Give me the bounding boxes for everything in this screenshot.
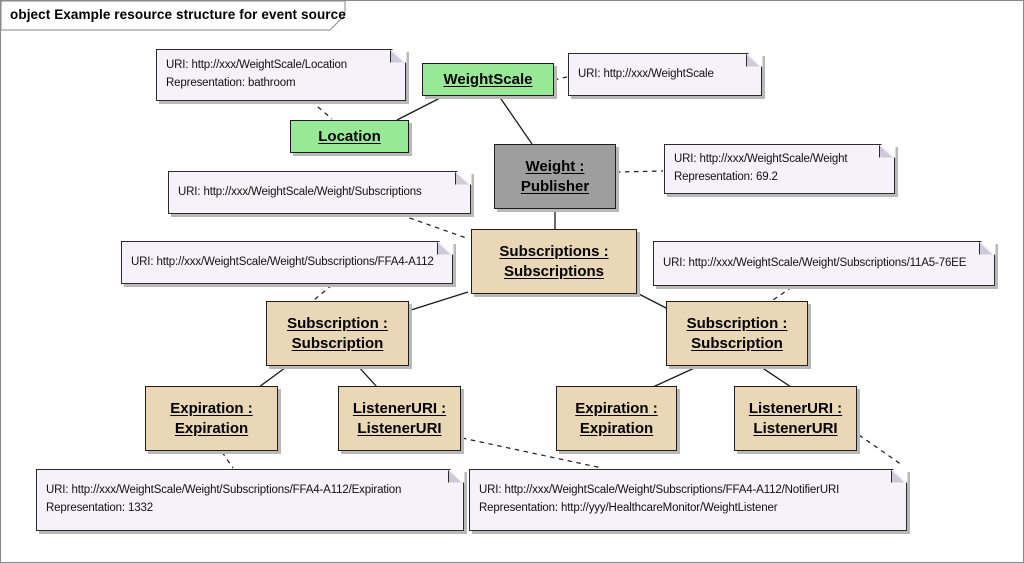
object-node-listeneruri-left: ListenerURI : ListenerURI (338, 386, 461, 451)
edge-weightscale-to-note (553, 76, 568, 81)
edge-weight-to-note (615, 170, 664, 173)
object-label: Subscription (691, 334, 783, 352)
edge-note-to-location (310, 100, 333, 120)
note-line: URI: http://xxx/WeightScale/Location (166, 59, 348, 72)
edge-note-to-subscription-left (313, 284, 333, 301)
uml-note-location: URI: http://xxx/WeightScale/Location Rep… (156, 49, 406, 101)
object-label: Expiration (174, 419, 249, 437)
object-node-expiration-right: Expiration : Expiration (556, 386, 677, 451)
object-label: Expiration : (170, 399, 253, 417)
object-node-expiration-left: Expiration : Expiration (145, 386, 278, 451)
edge-weightscale-to-location (396, 95, 445, 121)
edge-subscription-left-to-listeneruri-left (356, 364, 378, 388)
note-line: URI: http://xxx/WeightScale (578, 67, 714, 80)
object-label: ListenerURI (753, 419, 838, 437)
object-label: Subscriptions (503, 262, 604, 280)
edge-subscription-right-to-listeneruri-right (757, 364, 792, 388)
edge-subscription-left-to-expiration-left (258, 364, 290, 388)
object-label: WeightScale (443, 70, 533, 88)
note-line: Representation: 1332 (46, 502, 153, 514)
frame-title-tab (1, 1, 346, 31)
object-node-location: Location (290, 120, 409, 153)
object-label: Weight : (525, 157, 585, 175)
object-node-listeneruri-right: ListenerURI : ListenerURI (734, 386, 857, 451)
object-label: Subscription (291, 334, 384, 352)
edge-subscriptions-to-subscription-right (634, 291, 669, 310)
uml-note-expiration: URI: http://xxx/WeightScale/Weight/Subsc… (36, 469, 464, 531)
edge-note-to-subscription-right (772, 286, 793, 301)
note-line: Representation: http://yyy/HealthcareMon… (479, 502, 778, 514)
edge-subscription-right-to-expiration-right (652, 364, 702, 388)
note-line: URI: http://xxx/WeightScale/Weight/Subsc… (663, 256, 967, 269)
note-line: URI: http://xxx/WeightScale/Weight/Subsc… (46, 484, 402, 497)
edge-weightscale-to-weight (498, 95, 533, 145)
edge-note-to-subscriptions (400, 214, 470, 240)
edge-listeneruri-left-to-note (461, 437, 603, 469)
object-label: ListenerURI : (748, 399, 843, 417)
object-label: ListenerURI : (352, 399, 447, 417)
object-node-subscriptions: Subscriptions : Subscriptions (471, 229, 637, 294)
object-label: Subscription : (686, 314, 788, 332)
diagram-title: object Example resource structure for ev… (10, 7, 346, 22)
edge-subscriptions-to-subscription-left (410, 291, 469, 311)
object-node-subscription-left: Subscription : Subscription (266, 301, 409, 366)
object-node-weightscale: WeightScale (422, 63, 554, 96)
object-label: Expiration : (575, 399, 658, 417)
object-node-weight-publisher: Weight : Publisher (494, 144, 616, 209)
object-label: ListenerURI (357, 419, 442, 437)
object-label: Subscriptions : (499, 242, 609, 260)
uml-note-subscriptions: URI: http://xxx/WeightScale/Weight/Subsc… (168, 171, 471, 214)
object-label: Subscription : (287, 314, 388, 332)
uml-note-weight: URI: http://xxx/WeightScale/Weight Repre… (664, 144, 895, 194)
note-line: URI: http://xxx/WeightScale/Weight/Subsc… (479, 484, 840, 497)
note-line: Representation: 69.2 (674, 171, 778, 183)
uml-note-weightscale: URI: http://xxx/WeightScale (568, 53, 762, 96)
note-line: URI: http://xxx/WeightScale/Weight/Subsc… (178, 185, 422, 198)
uml-note-11a5-76ee: URI: http://xxx/WeightScale/Weight/Subsc… (653, 241, 995, 286)
object-label: Location (318, 127, 381, 145)
uml-note-notifieruri: URI: http://xxx/WeightScale/Weight/Subsc… (469, 469, 907, 531)
note-line: URI: http://xxx/WeightScale/Weight (674, 153, 848, 166)
object-label: Publisher (520, 177, 590, 195)
uml-note-ffa4-a112: URI: http://xxx/WeightScale/Weight/Subsc… (121, 241, 453, 284)
edge-expiration-left-to-note (221, 451, 234, 469)
note-line: URI: http://xxx/WeightScale/Weight/Subsc… (131, 255, 434, 268)
note-line: Representation: bathroom (166, 77, 296, 89)
object-node-subscription-right: Subscription : Subscription (666, 301, 808, 366)
edge-listeneruri-right-stub (858, 434, 903, 466)
object-label: Expiration (579, 419, 654, 437)
